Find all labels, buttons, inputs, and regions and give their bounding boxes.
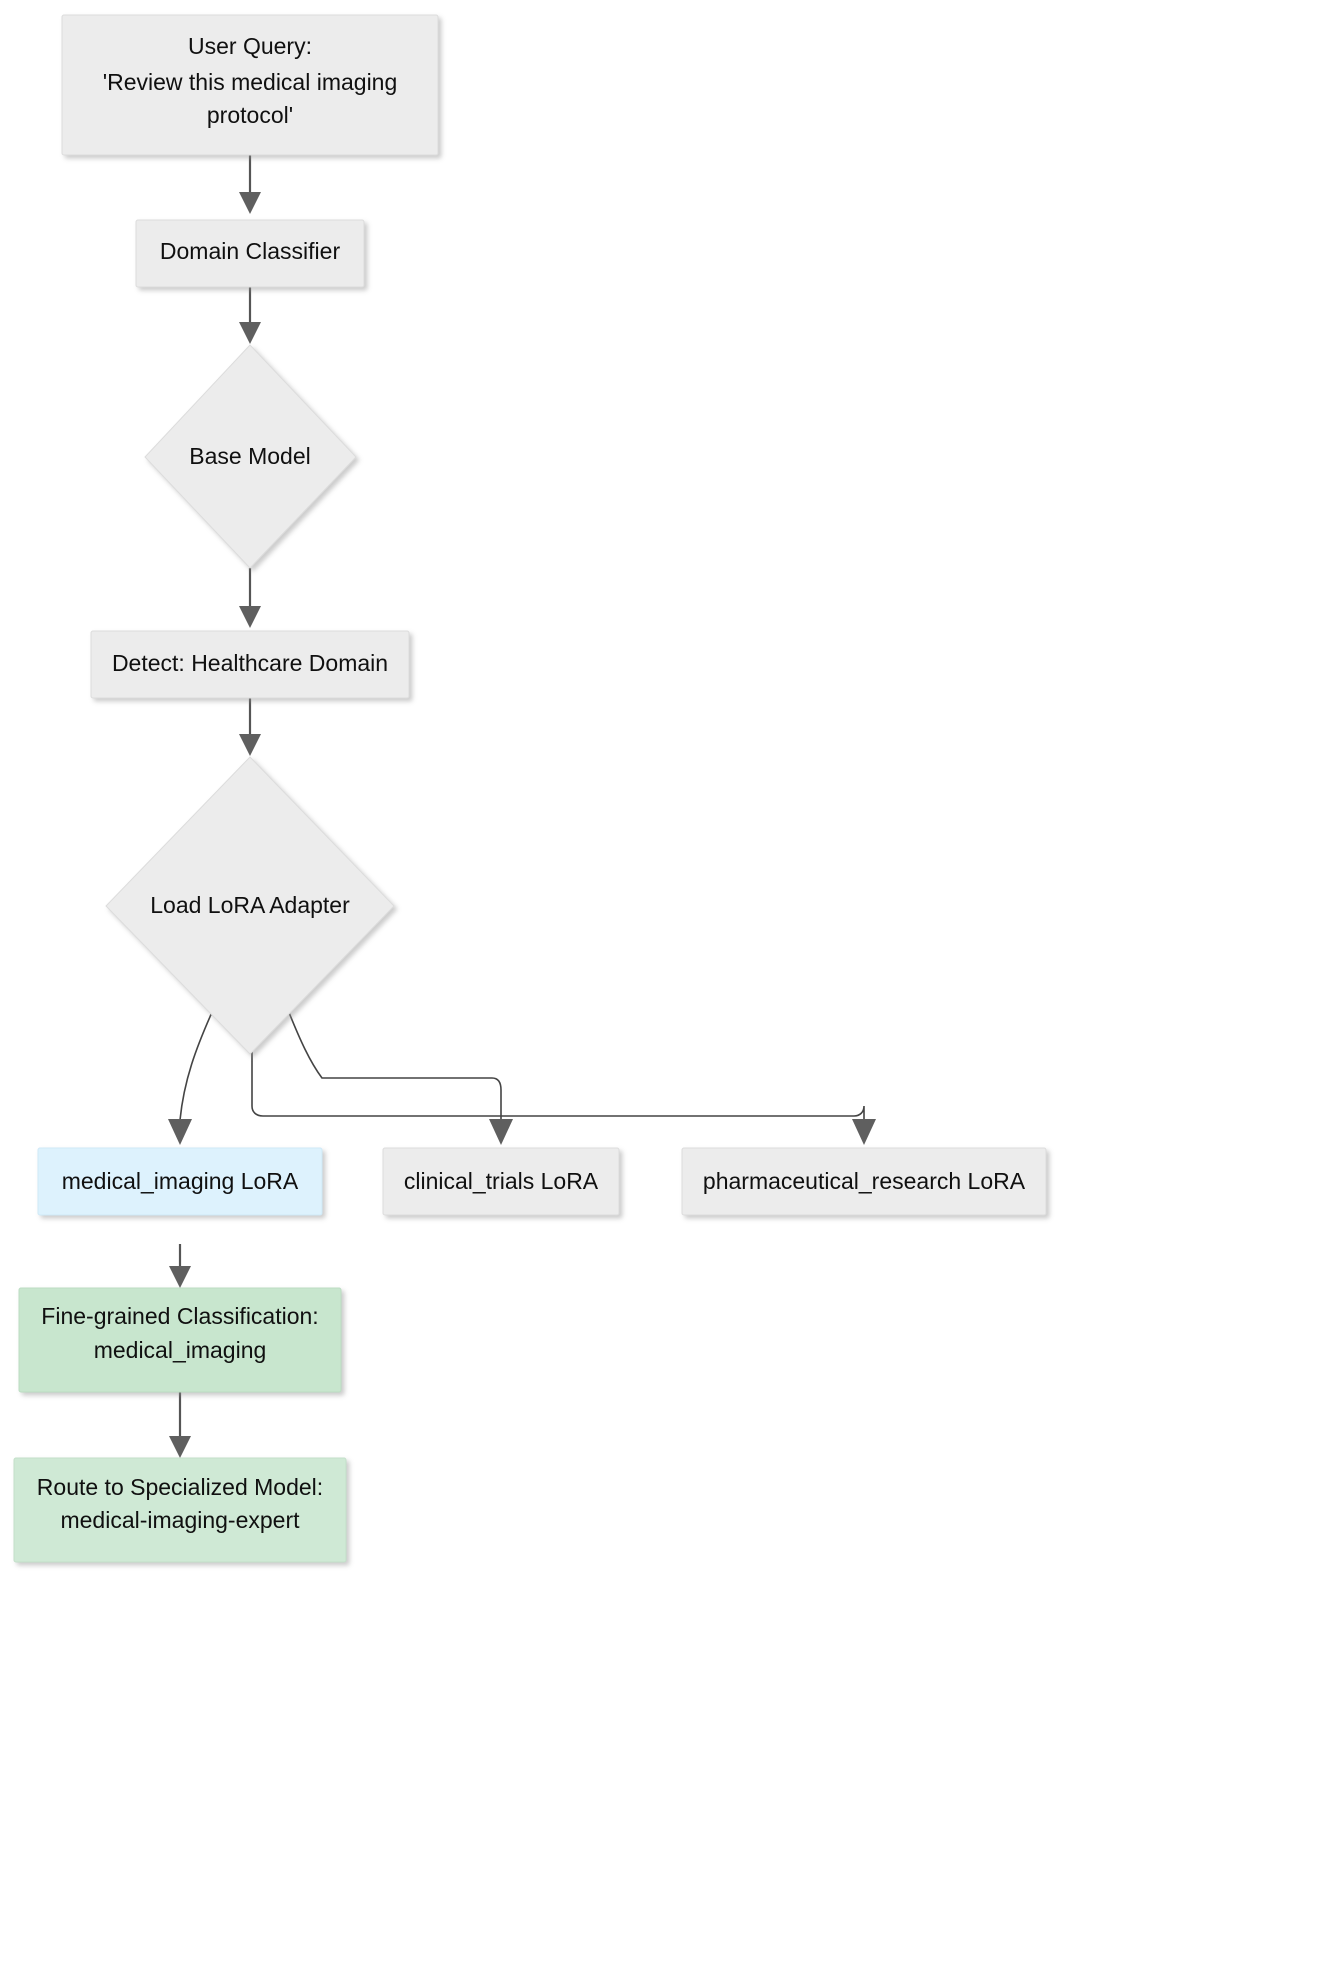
node-domain-classifier-label: Domain Classifier <box>160 238 341 264</box>
node-route-to-specialized-model-line-1: Route to Specialized Model: <box>37 1474 323 1500</box>
edge-domain-classifier-to-base-model <box>239 287 261 344</box>
node-user-query-line-2: 'Review this medical imaging <box>103 69 398 95</box>
node-layer: User Query: 'Review this medical imaging… <box>13 14 1047 1563</box>
edge-layer <box>168 155 876 1458</box>
node-pharmaceutical-research-lora-label: pharmaceutical_research LoRA <box>703 1168 1026 1194</box>
node-fine-grained-classification-line-2: medical_imaging <box>94 1337 267 1363</box>
node-detect-healthcare-domain-label: Detect: Healthcare Domain <box>112 650 388 676</box>
edge-detect-healthcare-domain-to-load-lora-adapter <box>239 698 261 756</box>
node-user-query-line-3: protocol' <box>207 102 293 128</box>
node-medical-imaging-lora-label: medical_imaging LoRA <box>62 1168 299 1194</box>
edge-user-query-to-domain-classifier <box>239 155 261 214</box>
node-base-model[interactable]: Base Model <box>144 344 357 569</box>
node-detect-healthcare-domain[interactable]: Detect: Healthcare Domain <box>90 630 410 699</box>
node-fine-grained-classification[interactable]: Fine-grained Classification: medical_ima… <box>18 1287 342 1393</box>
node-medical-imaging-lora[interactable]: medical_imaging LoRA <box>37 1147 323 1216</box>
node-load-lora-adapter-label: Load LoRA Adapter <box>150 892 350 918</box>
node-user-query[interactable]: User Query: 'Review this medical imaging… <box>61 14 439 156</box>
node-route-to-specialized-model-line-2: medical-imaging-expert <box>60 1507 300 1533</box>
edge-load-lora-adapter-to-pharmaceutical-research-lora <box>251 1052 876 1145</box>
edge-load-lora-adapter-to-clinical-trials-lora <box>287 1009 513 1145</box>
node-pharmaceutical-research-lora[interactable]: pharmaceutical_research LoRA <box>681 1147 1047 1216</box>
edge-medical-imaging-lora-to-fine-grained-classification <box>169 1244 191 1288</box>
node-clinical-trials-lora-label: clinical_trials LoRA <box>404 1168 599 1194</box>
node-clinical-trials-lora[interactable]: clinical_trials LoRA <box>382 1147 620 1216</box>
node-base-model-label: Base Model <box>189 443 310 469</box>
node-user-query-line-1: User Query: <box>188 33 312 59</box>
node-fine-grained-classification-line-1: Fine-grained Classification: <box>41 1303 318 1329</box>
edge-base-model-to-detect-healthcare-domain <box>239 568 261 628</box>
edge-fine-grained-classification-to-route-to-specialized-model <box>169 1392 191 1458</box>
edge-load-lora-adapter-to-medical-imaging-lora <box>168 1009 214 1145</box>
node-route-to-specialized-model[interactable]: Route to Specialized Model: medical-imag… <box>13 1457 347 1563</box>
node-load-lora-adapter[interactable]: Load LoRA Adapter <box>105 756 395 1055</box>
node-domain-classifier[interactable]: Domain Classifier <box>135 219 365 288</box>
